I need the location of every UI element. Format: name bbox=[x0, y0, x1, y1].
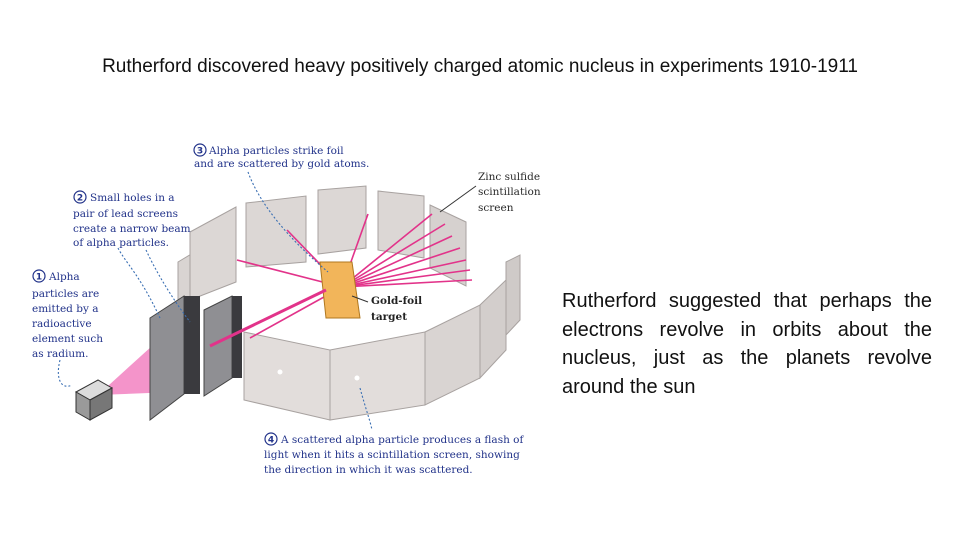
lead-screen bbox=[232, 296, 242, 378]
screen-panel bbox=[479, 278, 507, 380]
step-2-number: 2 bbox=[77, 194, 83, 204]
screen-panel bbox=[377, 190, 425, 259]
screen-panel bbox=[189, 206, 237, 301]
step-3-line: Alpha particles strike foil bbox=[208, 145, 344, 157]
foil-label-line: Gold-foil bbox=[371, 295, 422, 307]
screen-label-line: Zinc sulfide bbox=[478, 171, 540, 183]
step-1-line: as radium. bbox=[32, 348, 88, 360]
step-1-line: Alpha bbox=[48, 271, 80, 283]
step-1-line: element such bbox=[32, 333, 103, 345]
screen-panel bbox=[243, 331, 331, 421]
lead-screen bbox=[203, 295, 233, 397]
alpha-beam bbox=[209, 288, 327, 348]
step-1-line: radioactive bbox=[32, 318, 92, 330]
step-1-line: emitted by a bbox=[32, 303, 99, 315]
slide-title: Rutherford discovered heavy positively c… bbox=[102, 56, 858, 77]
step-2-badge bbox=[73, 190, 87, 204]
step-1-badge bbox=[32, 269, 46, 283]
step-2-line: of alpha particles. bbox=[73, 237, 169, 249]
screen-panel bbox=[424, 304, 481, 406]
step-1-number: 1 bbox=[36, 273, 42, 283]
step-4-line: A scattered alpha particle produces a fl… bbox=[280, 434, 525, 446]
step-2-line: Small holes in a bbox=[90, 192, 175, 204]
step-2-line: create a narrow beam bbox=[73, 223, 191, 235]
step-4-badge bbox=[264, 432, 278, 446]
step-2-line: pair of lead screens bbox=[73, 208, 178, 220]
step-4-line: the direction in which it was scattered. bbox=[264, 464, 473, 476]
side-text: Rutherford suggested that perhaps the el… bbox=[562, 290, 932, 398]
leader-line-foil bbox=[351, 295, 369, 303]
leader-lines bbox=[57, 171, 373, 431]
step-3-number: 3 bbox=[197, 147, 203, 157]
screen-label-line: screen bbox=[478, 202, 514, 214]
radioactive-source bbox=[89, 387, 113, 421]
leader-line-screen bbox=[439, 185, 477, 213]
scintillation-flash bbox=[354, 375, 360, 381]
screen-panel bbox=[317, 185, 367, 255]
step-3-badge bbox=[193, 143, 207, 157]
screen-panel bbox=[245, 195, 307, 268]
lead-screen bbox=[149, 295, 185, 422]
gold-foil bbox=[319, 261, 361, 319]
step-4-line: light when it hits a scintillation scree… bbox=[264, 449, 520, 461]
scintillation-flash bbox=[277, 369, 283, 375]
lead-screen bbox=[184, 296, 200, 394]
step-4-number: 4 bbox=[268, 436, 274, 446]
screen-panel bbox=[329, 331, 426, 421]
screen-panel bbox=[505, 254, 521, 337]
step-3-line: and are scattered by gold atoms. bbox=[194, 158, 369, 170]
step-1-line: particles are bbox=[32, 288, 99, 300]
screen-label-line: scintillation bbox=[478, 186, 541, 198]
foil-label-line: target bbox=[371, 311, 407, 323]
